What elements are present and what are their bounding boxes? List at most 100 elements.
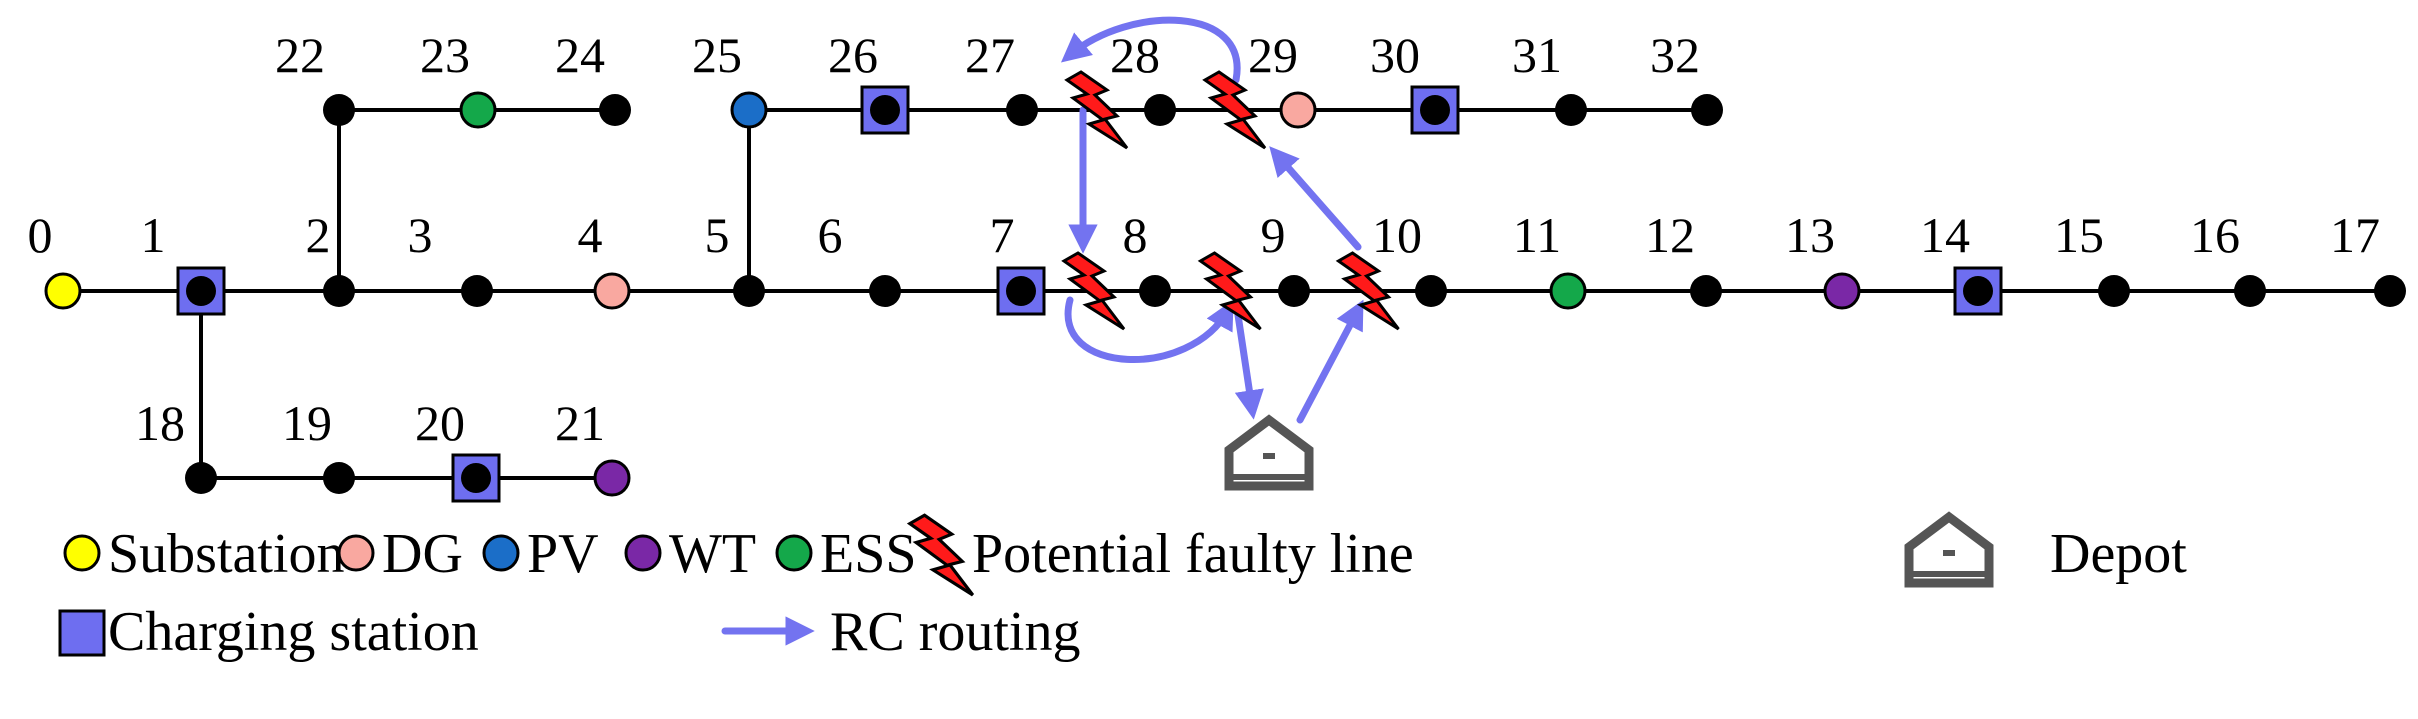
node-28 [1144,94,1176,126]
node-label: 10 [1372,207,1422,263]
bus-dot [461,463,491,493]
bus-dot [2374,275,2406,307]
legend-item-depot: Depot [1904,511,2187,588]
node-label: 1 [141,207,166,263]
node-32 [1691,94,1723,126]
charging-station-icon [58,609,106,657]
node-22 [323,94,355,126]
node-17 [2374,275,2406,307]
node-8 [1139,275,1171,307]
wt-node-icon [593,459,631,497]
ess-node-icon [459,91,497,129]
legend-label: DG [382,523,463,585]
legend-label: Depot [2050,523,2187,585]
legend-label: PV [527,523,599,585]
node-label: 0 [28,207,53,263]
node-10 [1415,275,1447,307]
node-25 [730,91,768,129]
legend-label: RC routing [830,601,1080,663]
bus-dot [599,94,631,126]
node-26 [860,85,910,135]
route-arrow [1234,311,1264,420]
pink-circle [337,534,375,572]
node-label: 23 [420,27,470,83]
dg-node-icon [1279,91,1317,129]
legend-item-pv: PV [482,523,599,585]
legend-item-route: RC routing [721,601,1080,663]
node-label: 2 [306,207,331,263]
node-16 [2234,275,2266,307]
route-arrow [1269,146,1362,251]
node-label: 8 [1123,207,1148,263]
dg-node-icon [593,272,631,310]
node-label: 24 [555,27,605,83]
wt-node-icon [1823,272,1861,310]
node-label: 30 [1370,27,1420,83]
legend-item-charging-station: Charging station [58,601,479,663]
node-14 [1953,266,2003,316]
lightning-bolt-icon [1335,251,1400,331]
node-label: 12 [1645,207,1695,263]
node-3 [461,275,493,307]
node-19 [323,462,355,494]
node-label: 21 [555,395,605,451]
bus-dot [733,275,765,307]
node-label: 20 [415,395,465,451]
charging-station-icon [176,266,226,316]
lightning-bolt-icon [1064,70,1129,150]
bus-dot [1006,94,1038,126]
bus-dot [1690,275,1722,307]
node-31 [1555,94,1587,126]
bus-dot [1415,275,1447,307]
rc-routing-arrows [1060,16,1364,424]
bus-dot [2098,275,2130,307]
bus-dot [323,275,355,307]
lightning-bolt-icon [1202,70,1267,150]
node-27 [1006,94,1038,126]
node-11 [1549,272,1587,310]
node-label: 11 [1513,207,1561,263]
fault-markers [1061,70,1400,331]
node-0 [44,272,82,310]
node-12 [1690,275,1722,307]
lightning-bolt-icon [906,513,975,597]
node-label: 25 [692,27,742,83]
route-arrow [1296,299,1364,424]
bus-dot [870,95,900,125]
route-arrow [1060,16,1241,84]
bus-dot [1139,275,1171,307]
blue-circle [482,534,520,572]
lightning-bolt-icon [1197,251,1262,331]
legend-label: Potential faulty line [972,523,1414,585]
node-29 [1279,91,1317,129]
node-23 [459,91,497,129]
bus-dot [1420,95,1450,125]
legend-item-wt: WT [624,523,756,585]
node-label: 6 [818,207,843,263]
node-1 [176,266,226,316]
node-label: 4 [578,207,603,263]
node-5 [733,275,765,307]
bus-dot [1144,94,1176,126]
bus-dot [1278,275,1310,307]
node-20 [451,453,501,503]
bus-dot [1555,94,1587,126]
node-label: 27 [965,27,1015,83]
node-24 [599,94,631,126]
node-30 [1410,85,1460,135]
node-7 [996,266,1046,316]
bus-dot [1691,94,1723,126]
bus-dot [869,275,901,307]
node-label: 26 [828,27,878,83]
node-4 [593,272,631,310]
node-6 [869,275,901,307]
substation-node-icon [44,272,82,310]
node-label: 15 [2054,207,2104,263]
bus-dot [186,276,216,306]
node-label: 31 [1512,27,1562,83]
node-label: 22 [275,27,325,83]
node-label: 14 [1920,207,1970,263]
